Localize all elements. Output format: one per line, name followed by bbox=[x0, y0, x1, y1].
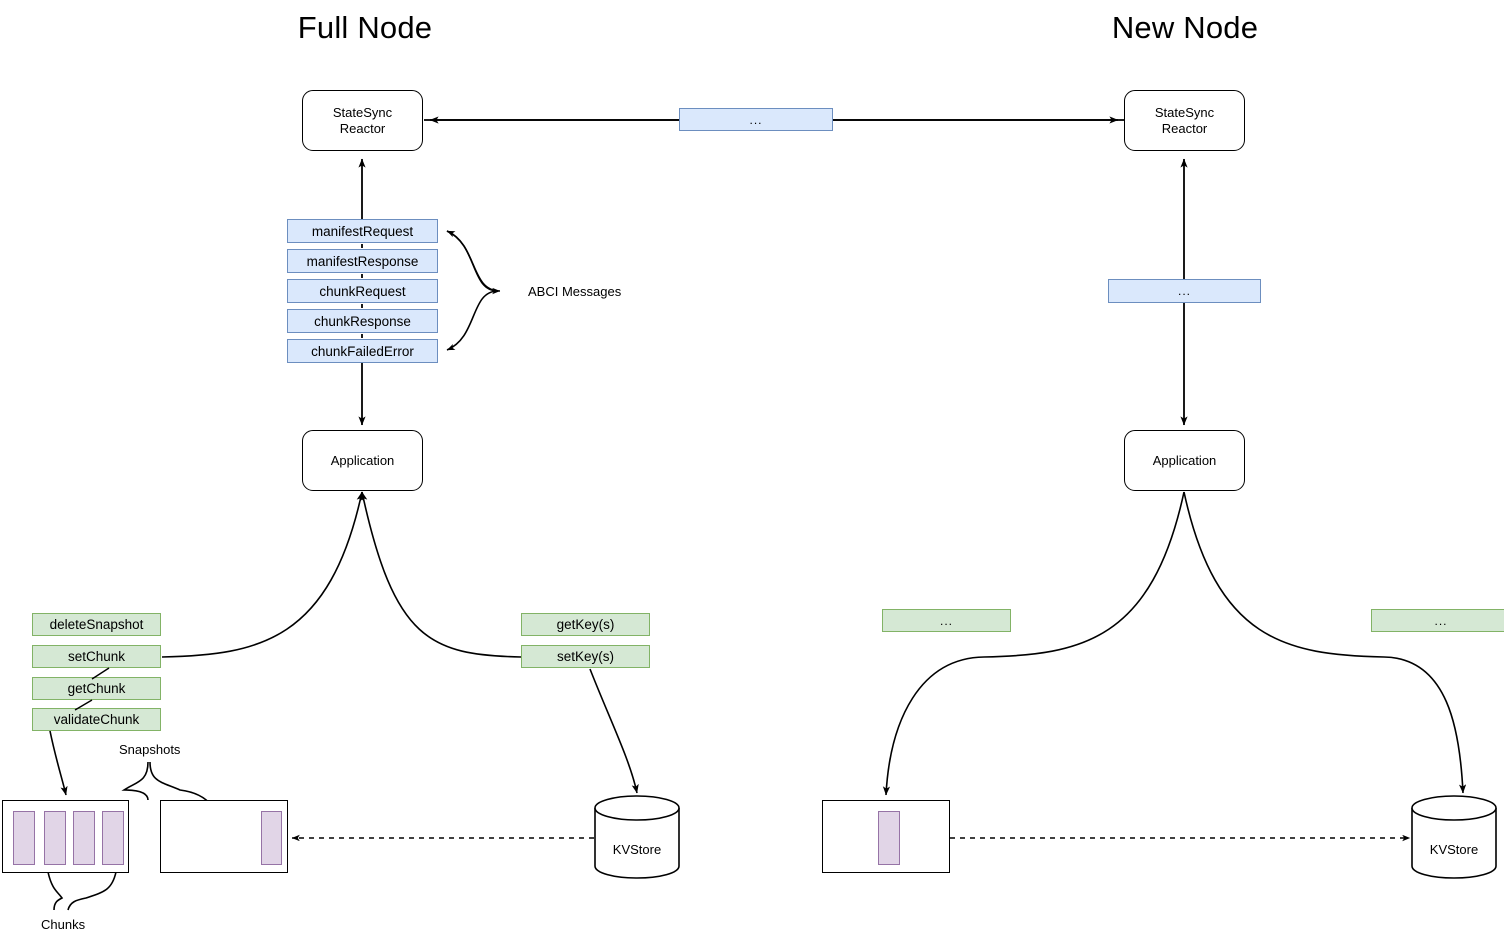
cylinder-icon bbox=[1411, 795, 1497, 879]
kv-api-set-keys[interactable]: setKey(s) bbox=[521, 645, 650, 668]
chunk-block bbox=[13, 811, 35, 865]
edge-kvapi-to-application bbox=[360, 491, 522, 658]
chunk-block bbox=[44, 811, 66, 865]
fullnode-snapshots-store[interactable] bbox=[160, 800, 288, 873]
edge-abci-brace bbox=[446, 230, 501, 351]
reactor-label-line1: StateSync bbox=[332, 104, 393, 120]
reactor-label-line2: Reactor bbox=[339, 120, 386, 136]
newnode-snapshots-store[interactable] bbox=[822, 800, 950, 873]
newnode-kv-api-placeholder[interactable]: ... bbox=[1371, 609, 1504, 632]
edge-application-to-kvstore-new bbox=[1183, 491, 1467, 794]
edge-snapshotapi-to-application bbox=[161, 491, 364, 658]
brace-chunks bbox=[47, 871, 117, 911]
abci-message-chunk-response[interactable]: chunkResponse bbox=[287, 309, 438, 333]
snapshot-api-get-chunk[interactable]: getChunk bbox=[32, 677, 161, 700]
snapshots-label: Snapshots bbox=[119, 742, 181, 757]
snapshot-api-validate-chunk[interactable]: validateChunk bbox=[32, 708, 161, 731]
edge-application-to-snapshots-new bbox=[882, 491, 1185, 796]
newnode-application[interactable]: Application bbox=[1124, 430, 1245, 491]
edge-validatechunk-to-chunks bbox=[49, 730, 68, 796]
fullnode-kvstore[interactable]: KVStore bbox=[594, 795, 680, 879]
edge-setkeys-to-kvstore bbox=[589, 668, 639, 794]
newnode-kvstore[interactable]: KVStore bbox=[1411, 795, 1497, 879]
reactor-label-line2: Reactor bbox=[1161, 120, 1208, 136]
snapshot-api-set-chunk[interactable]: setChunk bbox=[32, 645, 161, 668]
snapshot-api-delete-snapshot[interactable]: deleteSnapshot bbox=[32, 613, 161, 636]
abci-message-manifest-response[interactable]: manifestResponse bbox=[287, 249, 438, 273]
snapshot-chunk-block bbox=[261, 811, 282, 865]
fullnode-application[interactable]: Application bbox=[302, 430, 423, 491]
cylinder-icon bbox=[594, 795, 680, 879]
newnode-statesync-reactor[interactable]: StateSync Reactor bbox=[1124, 90, 1245, 151]
kv-api-get-keys[interactable]: getKey(s) bbox=[521, 613, 650, 636]
chunk-block bbox=[73, 811, 95, 865]
title-full-node: Full Node bbox=[297, 10, 433, 45]
chunk-block bbox=[102, 811, 124, 865]
newnode-abci-message-placeholder[interactable]: ... bbox=[1108, 279, 1261, 303]
fullnode-chunks-store[interactable] bbox=[2, 800, 129, 873]
snapshot-chunk-block bbox=[878, 811, 900, 865]
newnode-snapshot-api-placeholder[interactable]: ... bbox=[882, 609, 1011, 632]
title-new-node: New Node bbox=[1111, 10, 1259, 45]
network-channel-box[interactable]: ... bbox=[679, 108, 833, 131]
reactor-label-line1: StateSync bbox=[1154, 104, 1215, 120]
abci-message-manifest-request[interactable]: manifestRequest bbox=[287, 219, 438, 243]
fullnode-statesync-reactor[interactable]: StateSync Reactor bbox=[302, 90, 423, 151]
kvstore-label: KVStore bbox=[612, 842, 662, 857]
abci-messages-brace-label: ABCI Messages bbox=[528, 284, 622, 299]
abci-message-chunk-request[interactable]: chunkRequest bbox=[287, 279, 438, 303]
kvstore-label: KVStore bbox=[1429, 842, 1479, 857]
abci-message-chunk-failed-error[interactable]: chunkFailedError bbox=[287, 339, 438, 363]
chunks-label: Chunks bbox=[41, 917, 86, 932]
